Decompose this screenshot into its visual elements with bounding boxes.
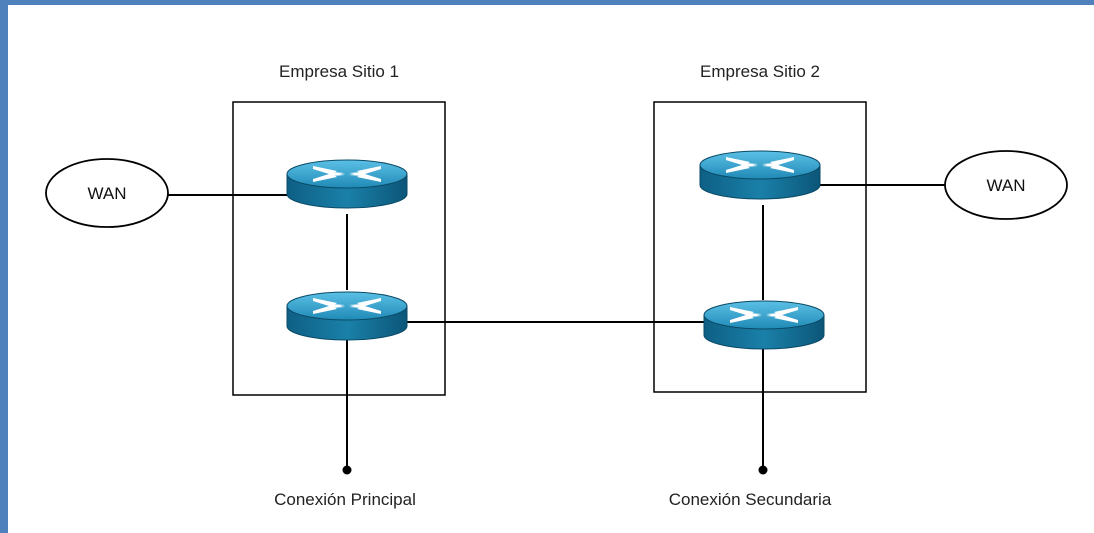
wan-2-label: WAN [986,176,1025,195]
router-1-icon [286,159,408,209]
router-3-icon [699,150,821,200]
site-2-title: Empresa Sitio 2 [700,62,820,81]
wan-2-ellipse [944,150,1068,220]
connection-principal-label: Conexión Principal [274,490,416,509]
principal-endpoint-dot [342,465,352,475]
site-1-title: Empresa Sitio 1 [279,62,399,81]
frame-left-border [0,0,8,533]
connection-secundaria-label: Conexión Secundaria [669,490,832,509]
router-4-icon [703,300,825,350]
secundaria-endpoint-dot [758,465,768,475]
links [168,184,946,470]
frame-top-border [0,0,1094,5]
wan-1-label: WAN [87,184,126,203]
router-2-icon [286,291,408,341]
site-1-box [232,101,446,396]
wan-1-ellipse [45,158,169,228]
site-2-box [653,101,867,393]
